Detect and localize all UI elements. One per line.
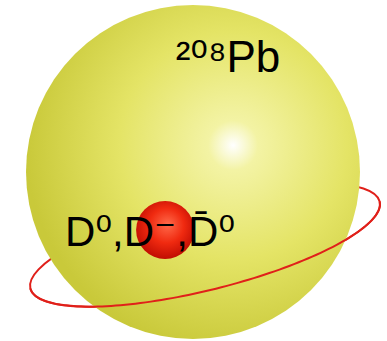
orbit-line bbox=[30, 201, 380, 306]
nucleus-sphere: D⁰,D⁻,D̄⁰ ²⁰⁸Pb bbox=[26, 5, 360, 339]
nucleus-label: ²⁰⁸Pb bbox=[176, 35, 281, 79]
meson-label: D⁰,D⁻,D̄⁰ bbox=[65, 211, 235, 253]
nucleus-surface bbox=[26, 5, 360, 339]
meson-ball: D⁰,D⁻,D̄⁰ bbox=[61, 207, 239, 257]
